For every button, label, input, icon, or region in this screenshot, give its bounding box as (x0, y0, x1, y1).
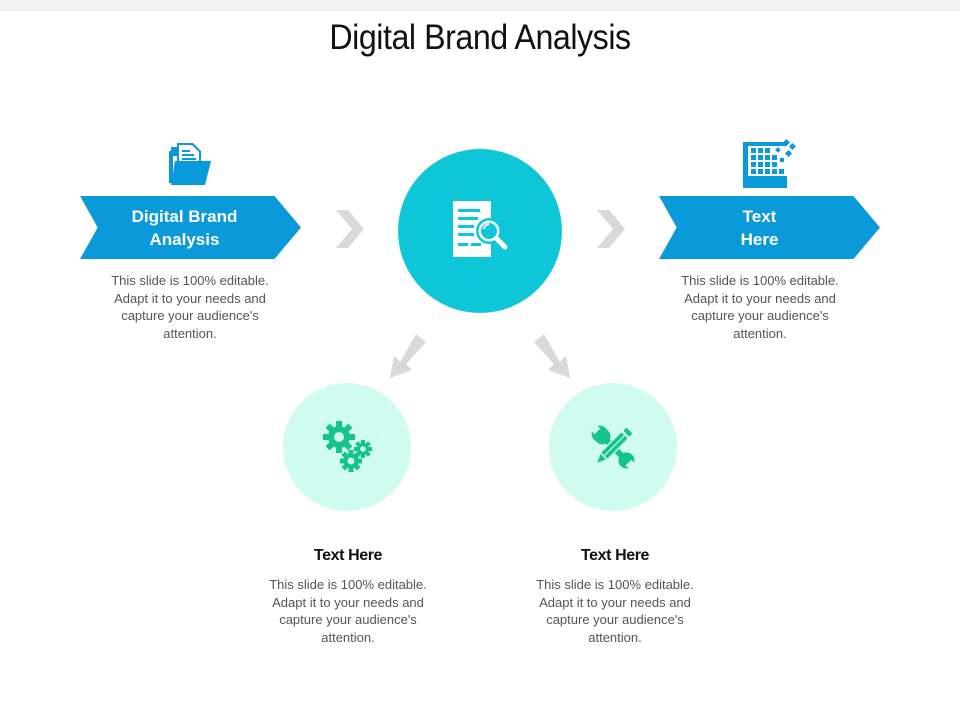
pencil-wrench-icon (589, 423, 637, 471)
top-bar (0, 0, 960, 11)
bottom-right-description: This slide is 100% editable. Adapt it to… (536, 577, 694, 645)
gears-circle (283, 383, 411, 511)
banner-line-1: Text (742, 206, 777, 226)
chevron-right-icon (336, 210, 364, 248)
banner-line-2: Here (740, 229, 779, 249)
bottom-right-title: Text Here (580, 547, 650, 564)
slide-title: Digital Brand Analysis (329, 18, 631, 57)
banner-line-1: Digital Brand (131, 206, 238, 226)
tools-circle (549, 383, 677, 511)
banner-line-2: Analysis (149, 229, 220, 249)
arrow-down-right-icon (534, 334, 570, 378)
left-step-description: This slide is 100% editable. Adapt it to… (111, 273, 269, 341)
bottom-left-description: This slide is 100% editable. Adapt it to… (269, 577, 427, 645)
bottom-left-title: Text Here (313, 547, 383, 564)
step-banner-digital-brand-analysis: Digital Brand Analysis (80, 196, 301, 259)
data-grid-icon (743, 138, 797, 188)
step-banner-text-here: Text Here (659, 196, 880, 259)
document-search-icon (453, 201, 508, 257)
right-step-description: This slide is 100% editable. Adapt it to… (681, 273, 839, 341)
arrow-down-left-icon (390, 334, 426, 378)
folder-document-icon (169, 143, 211, 185)
center-circle (398, 149, 562, 313)
chevron-right-icon (597, 210, 625, 248)
gears-icon (323, 421, 372, 472)
